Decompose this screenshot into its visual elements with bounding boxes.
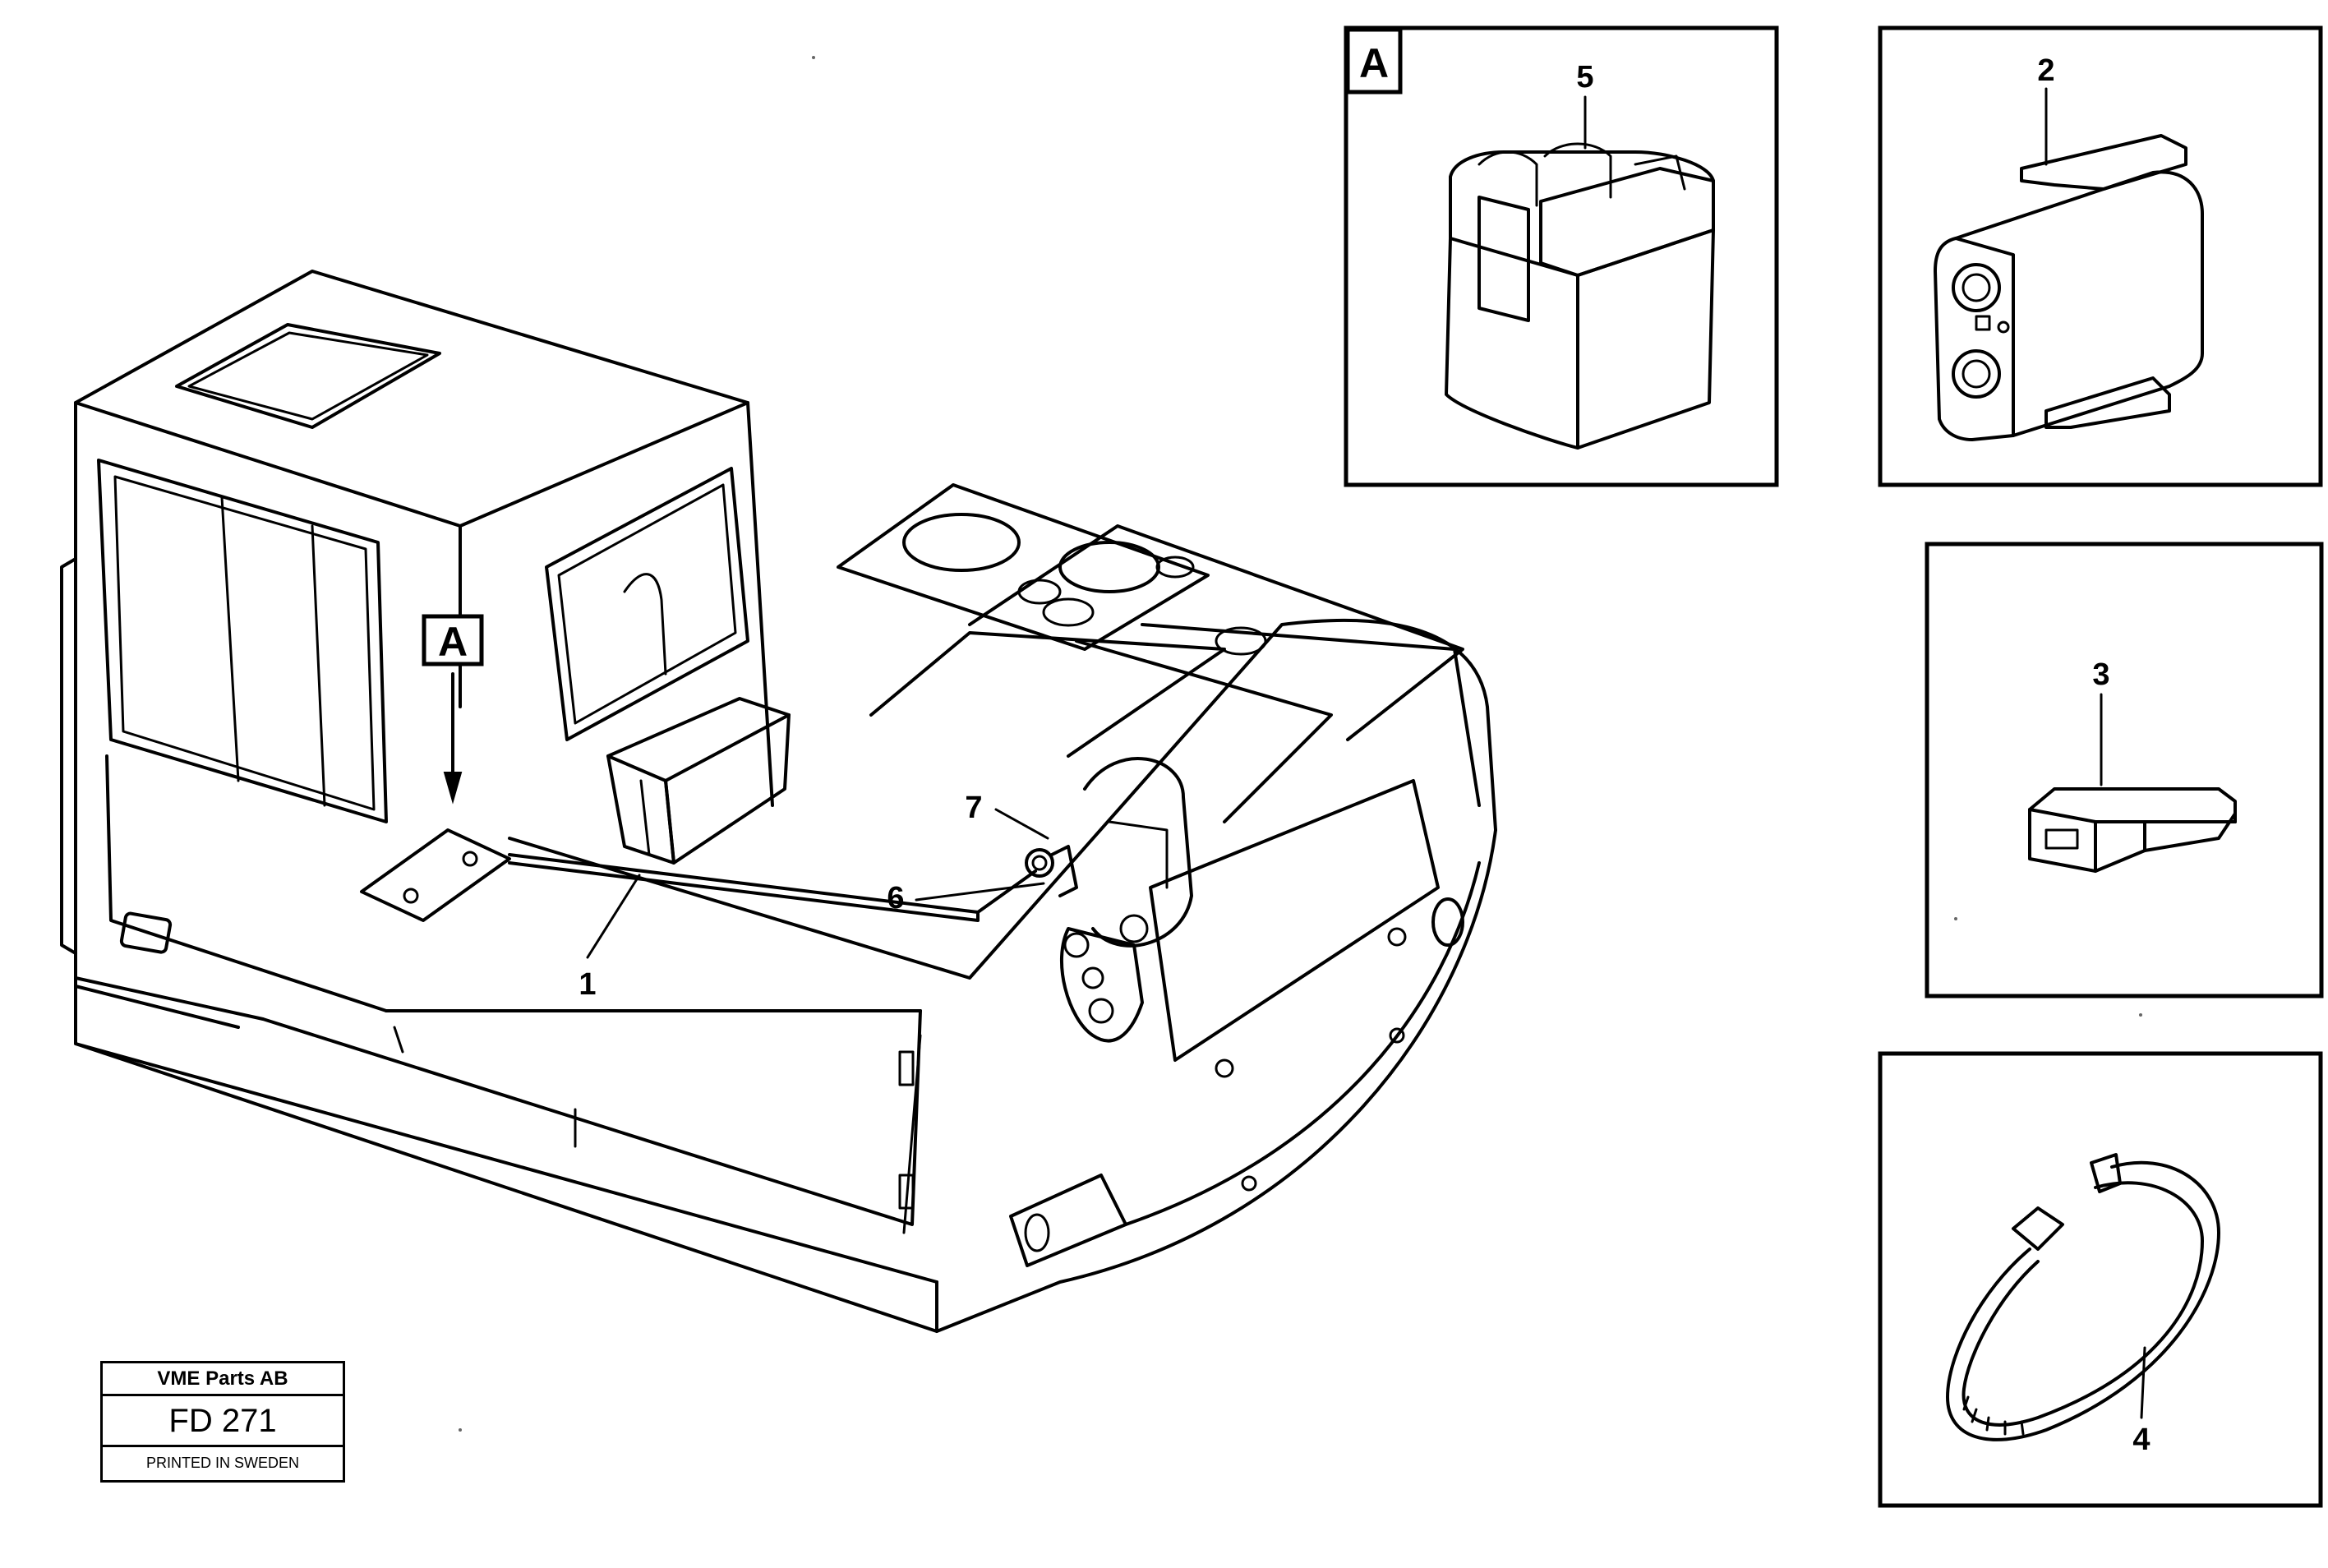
callout-6: 6 xyxy=(887,881,904,915)
callout-1: 1 xyxy=(579,967,596,1002)
connector-part-2 xyxy=(1934,134,2204,441)
callout-6-group: 6 xyxy=(887,881,1045,915)
title-block-code: FD 271 xyxy=(103,1396,343,1447)
title-block: VME Parts AB FD 271 PRINTED IN SWEDEN xyxy=(100,1361,345,1483)
callout-2: 2 xyxy=(2037,53,2054,88)
callout-7: 7 xyxy=(965,791,982,825)
title-block-printed: PRINTED IN SWEDEN xyxy=(145,1455,299,1471)
callout-7-group: 7 xyxy=(965,791,1049,840)
callout-3: 3 xyxy=(2092,657,2109,692)
detail-marker-letter: A xyxy=(438,619,468,665)
callout-1-group: 1 xyxy=(579,874,641,1002)
detail-box-part-2: 2 xyxy=(1878,25,2323,487)
title-block-company: VME Parts AB xyxy=(103,1363,343,1396)
detail-box-a: A 5 xyxy=(1344,25,1779,487)
detail-box-part-4: 4 xyxy=(1878,1051,2323,1508)
callout-4: 4 xyxy=(2132,1423,2150,1457)
terminal-part-3 xyxy=(2028,787,2237,873)
excavator-illustration xyxy=(60,270,1497,1333)
cable-tie-part-4 xyxy=(1946,1153,2220,1441)
callout-5: 5 xyxy=(1576,60,1593,95)
detail-marker-a: A xyxy=(422,614,484,805)
detail-box-part-3: 3 xyxy=(1925,542,2324,998)
relay-part-5 xyxy=(1445,142,1715,450)
detail-box-letter: A xyxy=(1359,40,1389,86)
